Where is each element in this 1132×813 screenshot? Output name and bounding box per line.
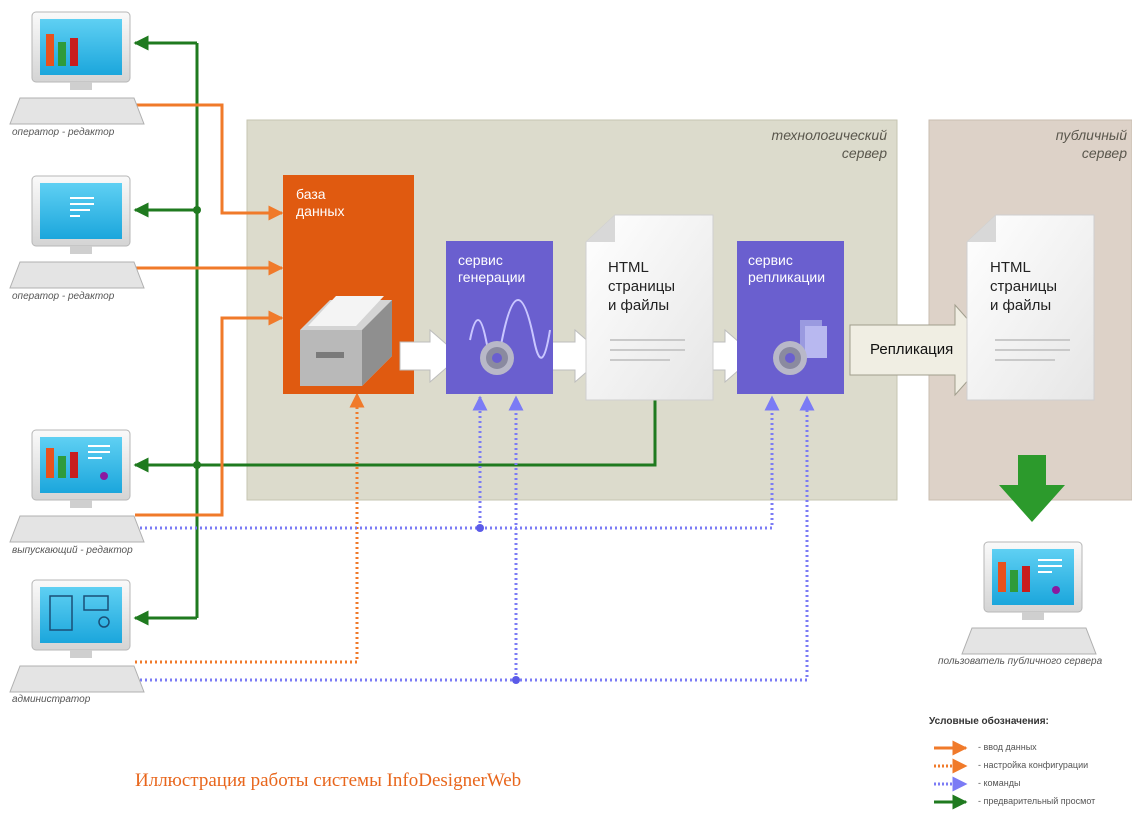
data-input-lines	[135, 103, 284, 517]
computer-pc1	[9, 11, 145, 125]
legend-item-preview: - предварительный просмот	[978, 796, 1096, 806]
flow-arrow	[399, 328, 461, 384]
file-cabinet-icon	[300, 296, 392, 386]
replication-label: Репликация	[870, 341, 954, 358]
public-doc-title: HTML страницы и файлы	[990, 259, 1058, 314]
generation-title: сервис генерации	[458, 252, 526, 285]
tech-doc-title: HTML страницы и файлы	[608, 259, 676, 314]
publish-arrow	[999, 455, 1065, 522]
replication-service-title: сервис репликации	[748, 252, 826, 285]
wave-icon	[469, 298, 551, 361]
public-server-label: публичный сервер	[1055, 127, 1127, 161]
computer-pc2	[9, 175, 145, 289]
config-line	[135, 392, 365, 664]
gear-icon	[773, 341, 807, 375]
pc1-label: оператор - редактор	[12, 127, 115, 138]
computer-pc4	[9, 579, 145, 693]
caption: Иллюстрация работы системы InfoDesignerW…	[135, 770, 522, 791]
preview-lines	[133, 35, 657, 626]
computer-pc3	[9, 429, 145, 543]
command-lines	[135, 395, 815, 682]
pc2-label: оператор - редактор	[12, 291, 115, 302]
legend-item-commands: - команды	[978, 778, 1021, 788]
junction-dot	[193, 206, 201, 214]
legend-swatches	[934, 740, 968, 810]
junction-dot	[476, 524, 484, 532]
legend-item-config: - настройка конфигурации	[978, 760, 1089, 770]
junction-dot	[512, 676, 520, 684]
pc5-label: пользователь публичного сервера	[938, 656, 1103, 667]
document-copy-icon	[800, 320, 827, 358]
doc-lines	[995, 339, 1070, 361]
tech-server-label: технологический сервер	[771, 127, 887, 161]
gear-icon	[480, 341, 514, 375]
pc3-label: выпускающий - редактор	[12, 545, 133, 556]
legend-title: Условные обозначения:	[929, 716, 1049, 727]
doc-lines	[610, 339, 685, 361]
legend-item-data-input: - ввод данных	[978, 742, 1037, 752]
pc4-label: администратор	[12, 694, 91, 705]
computer-pc5	[961, 541, 1097, 655]
junction-dot	[193, 461, 201, 469]
database-title: база данных	[296, 186, 345, 219]
